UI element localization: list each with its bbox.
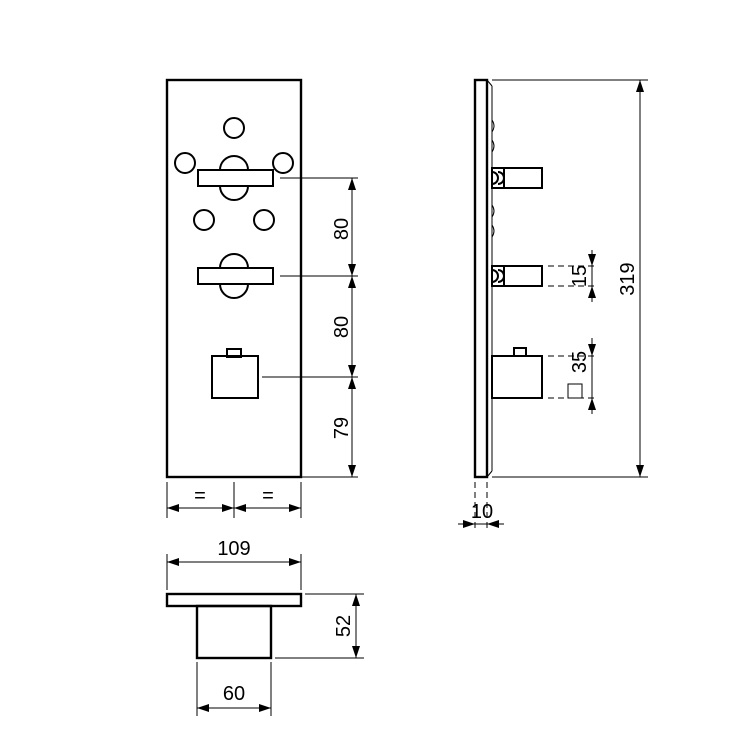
square-knob <box>211 348 259 399</box>
bottom-plate <box>165 592 303 608</box>
dim-width-left: = <box>194 485 206 507</box>
dim-plate-thickness: 10 <box>471 501 493 523</box>
upper-lever <box>197 155 274 201</box>
hole-mid-right <box>253 209 275 231</box>
side-view: 15 35 319 10 <box>458 78 648 532</box>
hole-mid-left <box>193 209 215 231</box>
dim-spacing-lower: 79 <box>331 417 353 439</box>
middle-lever <box>197 253 274 299</box>
dim-body-width: 60 <box>223 683 245 705</box>
square-symbol <box>567 383 583 399</box>
hole-left <box>174 152 196 174</box>
front-view: 80 80 79 = = <box>165 78 358 518</box>
bottom-body <box>195 604 273 660</box>
dim-plate-width: 109 <box>217 538 250 560</box>
side-plate <box>473 78 489 479</box>
dim-spacing-middle: 80 <box>331 316 353 338</box>
dim-width-right: = <box>262 485 274 507</box>
bottom-view: 109 52 60 <box>165 538 364 716</box>
dim-knob-size: 35 <box>569 351 591 373</box>
mounting-plate <box>165 78 303 479</box>
side-upper-lever <box>491 167 543 189</box>
side-knob <box>491 347 543 399</box>
dim-lever-thickness: 15 <box>569 265 591 287</box>
dim-spacing-upper: 80 <box>331 218 353 240</box>
side-middle-lever <box>491 265 543 287</box>
hole-right <box>272 152 294 174</box>
hole-top <box>223 117 245 139</box>
dim-depth: 52 <box>333 615 355 637</box>
dim-total-height: 319 <box>617 262 639 295</box>
